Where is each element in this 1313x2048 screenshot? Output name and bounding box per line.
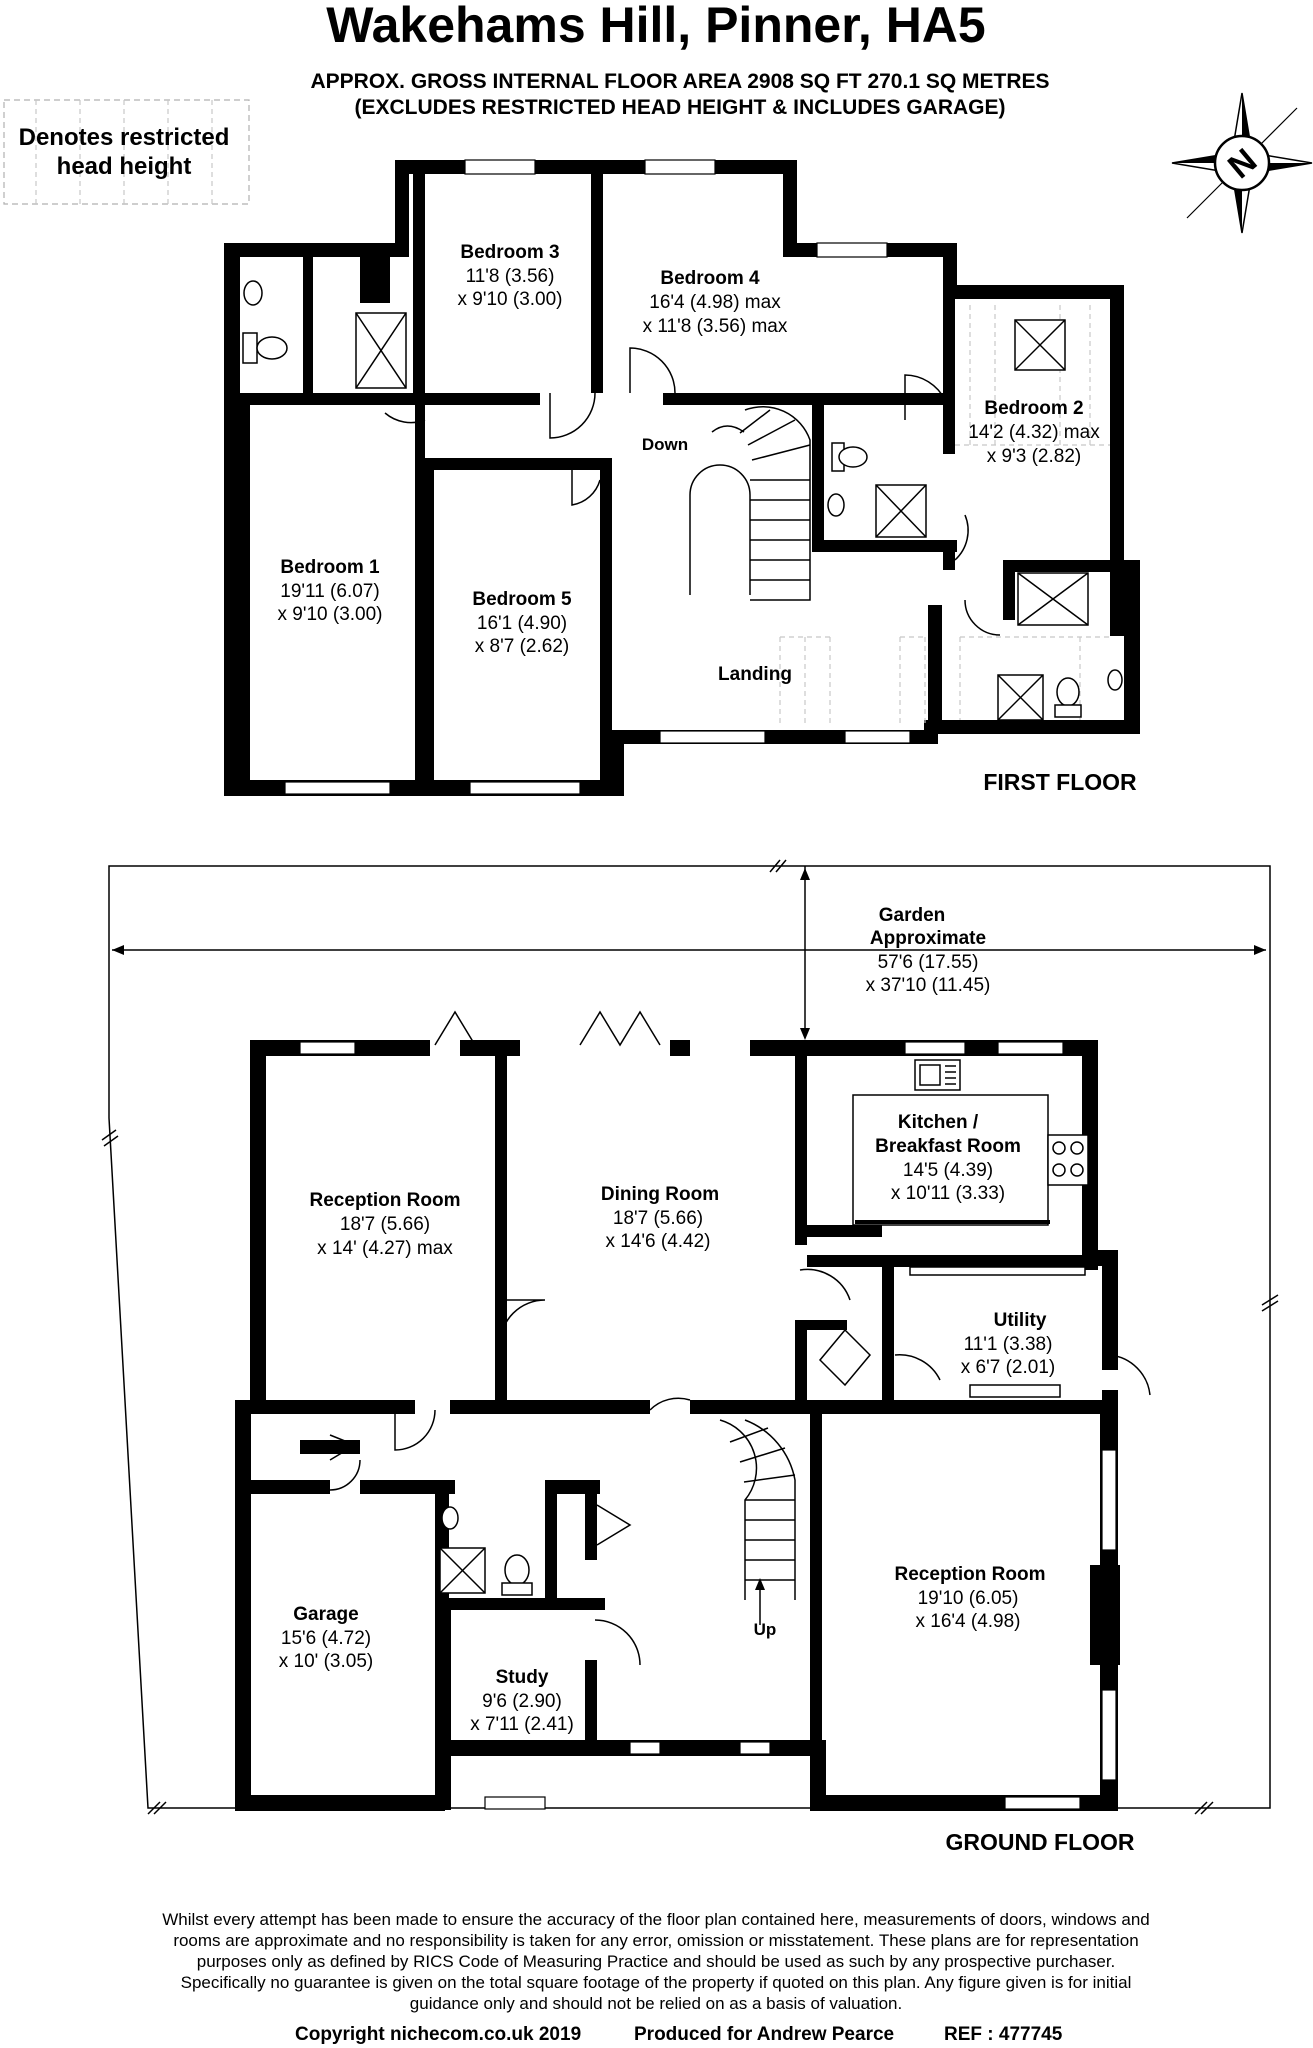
- room-dimension: 14'2 (4.32) max: [968, 422, 1100, 443]
- room-dimension: 16'1 (4.90): [477, 613, 567, 634]
- room-dimension: x 10'11 (3.33): [891, 1183, 1005, 1204]
- toilet-icon: [242, 332, 288, 364]
- basin-icon: [1107, 669, 1123, 691]
- skylight-icon: [997, 674, 1044, 721]
- toilet-icon: [1054, 677, 1082, 718]
- shower-icon: [439, 1547, 486, 1594]
- room-dimension: x 8'7 (2.62): [475, 636, 569, 657]
- break-marks: [101, 859, 1279, 1815]
- produced-for: Produced for Andrew Pearce: [634, 2024, 894, 2045]
- room-dimension: 18'7 (5.66): [613, 1208, 703, 1229]
- shower-icon: [875, 484, 927, 538]
- basin-icon: [441, 1506, 459, 1530]
- landing-label: Landing: [718, 664, 792, 685]
- basin-icon: [827, 493, 845, 517]
- room-name: Breakfast Room: [875, 1136, 1021, 1157]
- legend-line1: Denotes restricted: [19, 124, 230, 151]
- room-dimension: x 14'6 (4.42): [605, 1231, 710, 1252]
- disclaimer-line: guidance only and should not be relied o…: [410, 1994, 902, 2013]
- basin-icon: [243, 280, 263, 306]
- stairs-label: Down: [642, 435, 688, 454]
- footer: Copyright nichecom.co.uk 2019 Produced f…: [295, 2024, 1063, 2045]
- room-name: Kitchen /: [898, 1112, 979, 1133]
- toilet-icon: [831, 442, 868, 472]
- room-dimension: 19'10 (6.05): [918, 1588, 1019, 1609]
- toilet-icon: [501, 1554, 533, 1596]
- restricted-height-legend: Denotes restricted head height: [3, 99, 250, 205]
- room-dimension: x 11'8 (3.56) max: [643, 316, 788, 337]
- compass-icon: N: [1171, 92, 1313, 234]
- room-dimension: x 9'10 (3.00): [277, 604, 382, 625]
- garden-label: Garden: [879, 905, 946, 926]
- area-summary-line2: (EXCLUDES RESTRICTED HEAD HEIGHT & INCLU…: [354, 96, 1005, 119]
- room-name: Bedroom 3: [460, 242, 559, 263]
- room-name: Garage: [293, 1604, 358, 1625]
- room-dimension: 11'1 (3.38): [964, 1334, 1053, 1355]
- floor-label: FIRST FLOOR: [983, 769, 1137, 795]
- room-dimension: 9'6 (2.90): [482, 1691, 562, 1712]
- room-dimension: 15'6 (4.72): [281, 1628, 371, 1649]
- room-dimension: 14'5 (4.39): [903, 1160, 993, 1181]
- first-floor-plan: Bedroom 3 11'8 (3.56) x 9'10 (3.00) Bedr…: [224, 159, 1140, 796]
- room-dimension: x 10' (3.05): [279, 1651, 373, 1672]
- room-name: Bedroom 5: [472, 589, 572, 610]
- area-summary-line1: APPROX. GROSS INTERNAL FLOOR AREA 2908 S…: [310, 70, 1049, 93]
- stairs-label: Up: [754, 1620, 777, 1639]
- room-dimension: 19'11 (6.07): [280, 581, 379, 602]
- ground-floor-plan: Garden Approximate 57'6 (17.55) x 37'10 …: [101, 859, 1279, 1855]
- room-name: Reception Room: [895, 1564, 1046, 1585]
- reference: REF : 477745: [944, 2024, 1063, 2045]
- disclaimer-line: purposes only as defined by RICS Code of…: [197, 1952, 1116, 1971]
- room-dimension: x 9'10 (3.00): [457, 289, 562, 310]
- skylight-icon: [1014, 319, 1066, 371]
- sink-icon: [914, 1059, 961, 1091]
- disclaimer: Whilst every attempt has been made to en…: [162, 1910, 1150, 2013]
- room-name: Utility: [994, 1310, 1047, 1331]
- stairs-up: [719, 1419, 796, 1625]
- restricted-head-height-area: [779, 305, 1110, 725]
- stairs-down: [689, 405, 811, 601]
- room-dimension: 11'8 (3.56): [466, 266, 555, 287]
- room-dimension: x 16'4 (4.98): [915, 1611, 1020, 1632]
- room-name: Bedroom 2: [984, 398, 1083, 419]
- room-dimension: x 14' (4.27) max: [317, 1238, 453, 1259]
- page-title: Wakehams Hill, Pinner, HA5: [326, 0, 985, 53]
- shower-icon: [1017, 572, 1089, 626]
- disclaimer-line: rooms are approximate and no responsibil…: [173, 1931, 1138, 1950]
- room-name: Study: [496, 1667, 549, 1688]
- legend-line2: head height: [57, 153, 192, 180]
- garden-label-approx: Approximate: [870, 928, 986, 949]
- floor-label: GROUND FLOOR: [945, 1829, 1134, 1855]
- room-dimension: x 7'11 (2.41): [470, 1714, 574, 1735]
- room-name: Bedroom 4: [660, 268, 760, 289]
- shower-icon: [355, 312, 407, 389]
- room-name: Bedroom 1: [280, 557, 380, 578]
- disclaimer-line: Specifically no guarantee is given on th…: [181, 1973, 1132, 1992]
- garden-dimension: x 37'10 (11.45): [866, 975, 991, 996]
- room-dimension: 18'7 (5.66): [340, 1214, 430, 1235]
- room-dimension: x 9'3 (2.82): [987, 446, 1081, 467]
- room-dimension: 16'4 (4.98) max: [649, 292, 781, 313]
- room-dimension: x 6'7 (2.01): [961, 1357, 1055, 1378]
- disclaimer-line: Whilst every attempt has been made to en…: [162, 1910, 1150, 1929]
- copyright: Copyright nichecom.co.uk 2019: [295, 2024, 581, 2045]
- hob-icon: [1047, 1134, 1089, 1186]
- room-name: Dining Room: [601, 1184, 719, 1205]
- room-name: Reception Room: [310, 1190, 461, 1211]
- garden-dimension: 57'6 (17.55): [878, 952, 979, 973]
